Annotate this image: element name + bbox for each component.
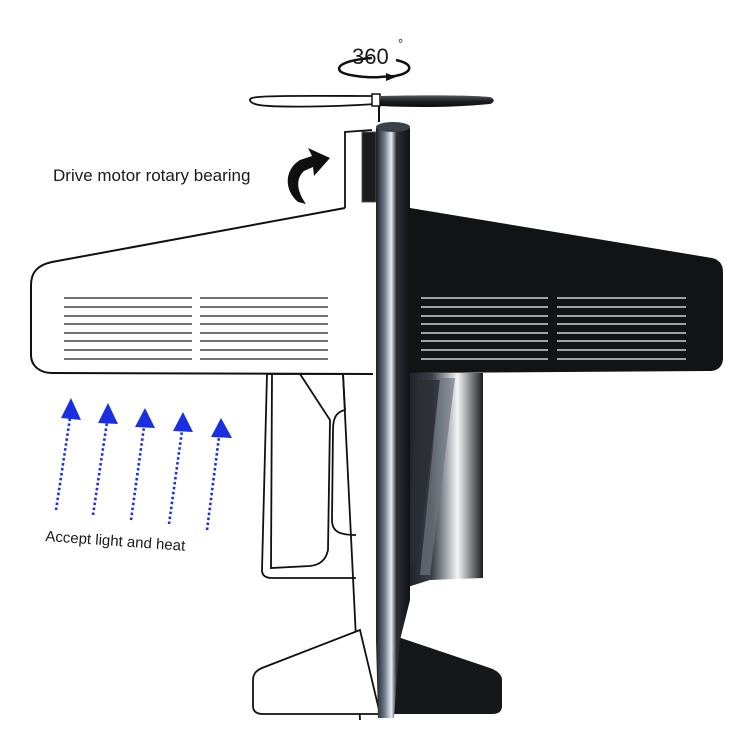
blue-arrow-icon xyxy=(54,398,81,511)
left-wing-white xyxy=(30,207,374,375)
blue-arrow-icon xyxy=(167,412,193,525)
tail-fin xyxy=(252,628,502,715)
blue-arrow-icon xyxy=(205,418,232,531)
drive-motor-bearing xyxy=(361,131,377,203)
light-heat-arrows xyxy=(54,398,232,531)
drive-motor-annotation: Drive motor rotary bearing xyxy=(53,166,251,185)
bearing-housing-outline xyxy=(344,129,373,208)
blue-arrow-icon xyxy=(129,408,155,521)
curved-arrow-icon xyxy=(287,148,330,204)
rotation-arrow-icon xyxy=(337,56,411,81)
right-body xyxy=(398,373,483,590)
propeller xyxy=(249,93,494,122)
rotation-value-label: 360 xyxy=(352,44,389,69)
right-wing-black xyxy=(410,208,723,373)
rotary-mast xyxy=(376,122,410,718)
degree-symbol: ° xyxy=(398,36,404,51)
blue-arrow-icon xyxy=(91,403,118,516)
